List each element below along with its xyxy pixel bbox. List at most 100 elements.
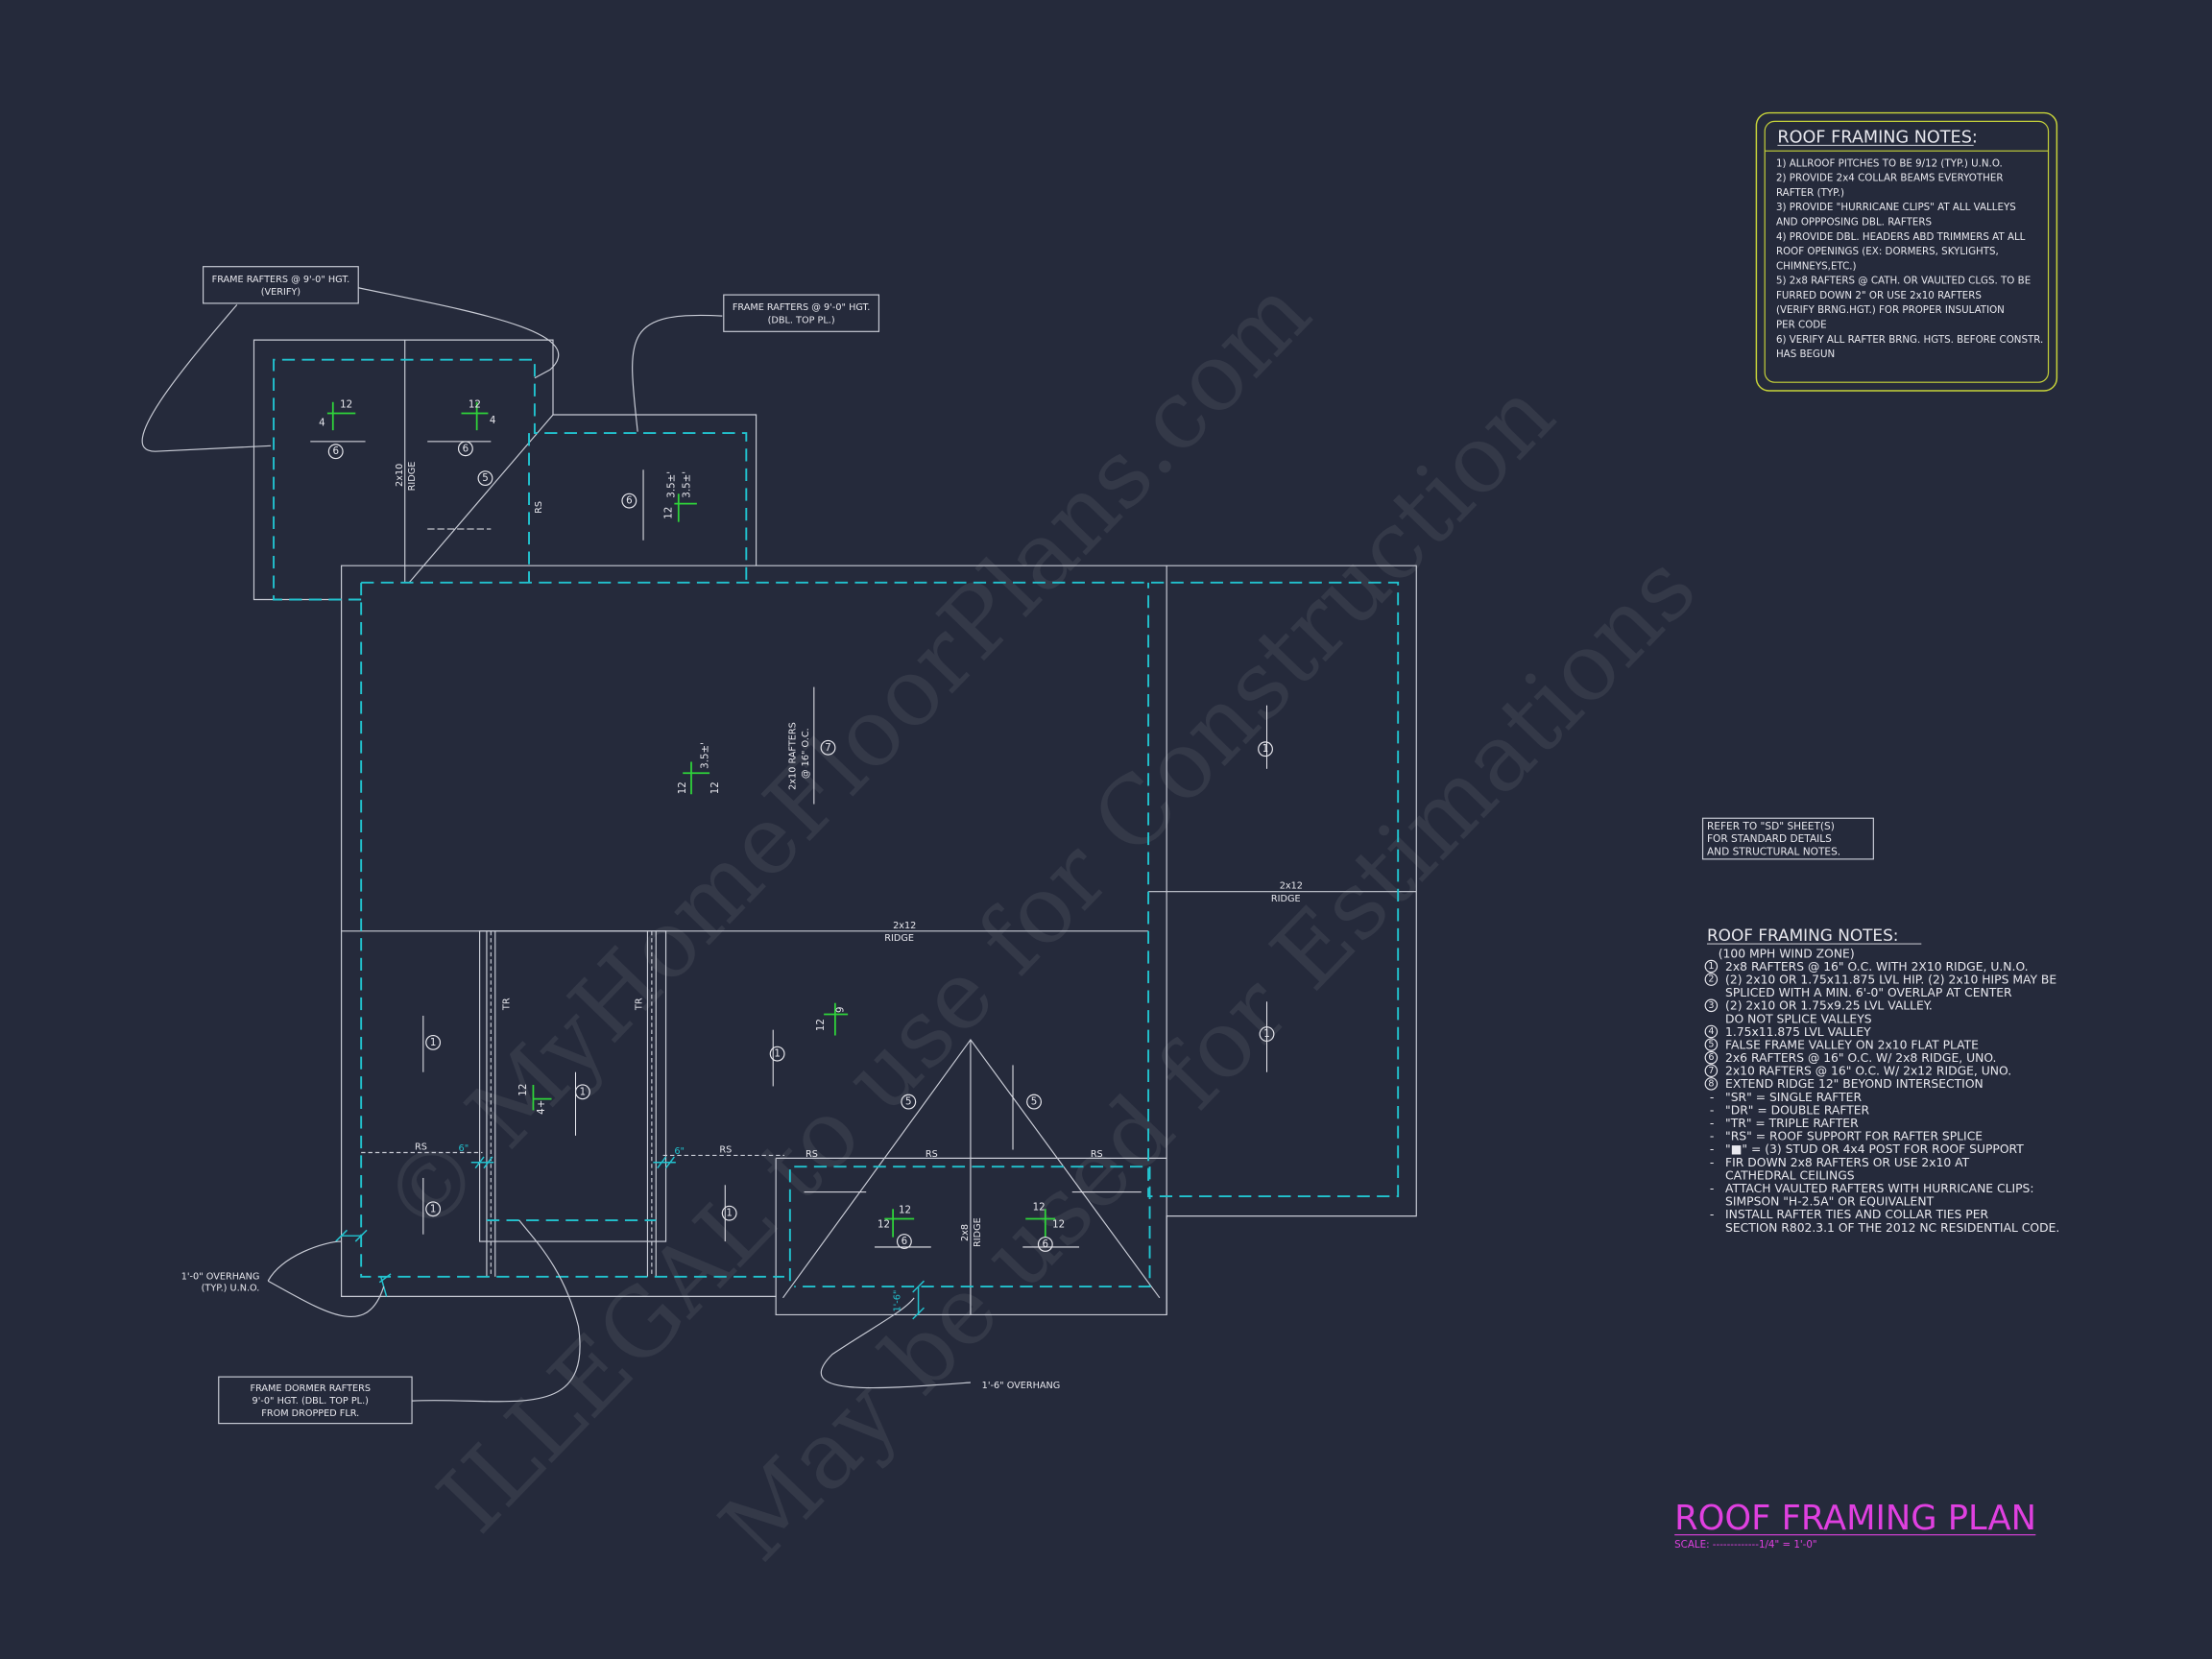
svg-text:1: 1: [1262, 743, 1269, 755]
legend-item-text: EXTEND RIDGE 12" BEYOND INTERSECTION: [1725, 1077, 1984, 1091]
legend-number-8: 8: [1704, 1077, 1719, 1091]
rs-label: RS: [415, 1142, 427, 1153]
svg-text:7: 7: [825, 742, 831, 754]
pitch-rise: 3.5±': [682, 471, 693, 498]
legend-bullet: -: [1710, 1103, 1714, 1117]
callout-overhang-2: 1'-6" OVERHANG: [982, 1381, 1061, 1391]
legend-bullet: -: [1710, 1091, 1714, 1104]
notes-box-line: AND OPPPOSING DBL. RAFTERS: [1776, 217, 1932, 228]
pitch-marker: 12 9: [815, 1002, 849, 1036]
notes-box-line: 5) 2x8 RAFTERS @ CATH. OR VAULTED CLGS. …: [1776, 276, 2031, 287]
tag-5: 5: [477, 470, 493, 487]
legend-bullet-text: SECTION R802.3.1 OF THE 2012 NC RESIDENT…: [1725, 1221, 2059, 1235]
tr-label: TR: [501, 998, 512, 1011]
pitch-run: 12: [469, 399, 481, 411]
callout-line: 1'-0" OVERHANG: [181, 1272, 260, 1283]
pitch-markers: 412 124 12 3.5±' 3.5±' 12 3.5±' 12 12 9 …: [319, 399, 1065, 1238]
legend-number-2: 2: [1704, 973, 1719, 986]
upper-dormer-wall-dashed: [273, 358, 748, 601]
triple-rafter-right: [646, 930, 657, 1277]
callout-frame-rafters-verify: FRAME RAFTERS @ 9'-0" HGT. (VERIFY): [203, 266, 359, 304]
notes-box-line: 1) ALLROOF PITCHES TO BE 9/12 (TYP.) U.N…: [1776, 157, 2003, 169]
tag-1: 1: [721, 1205, 737, 1221]
callout-line: 9'-0" HGT. (DBL. TOP PL.): [252, 1396, 369, 1407]
notes-box-title: ROOF FRAMING NOTES:: [1777, 128, 1977, 147]
legend-bullet: -: [1710, 1117, 1714, 1130]
svg-text:1: 1: [580, 1086, 587, 1097]
dormer-gable-triangle: [782, 1038, 1161, 1299]
rs-label: RS: [805, 1149, 818, 1160]
tr-label: TR: [635, 998, 645, 1011]
legend-item-text: DO NOT SPLICE VALLEYS: [1725, 1012, 1872, 1025]
roof-framing-notes-box: ROOF FRAMING NOTES: 1) ALLROOF PITCHES T…: [1755, 111, 2058, 392]
six-inch-dim: 6": [459, 1143, 469, 1154]
legend-bullet: -: [1710, 1130, 1714, 1143]
legend-bullet-text: "TR" = TRIPLE RAFTER: [1725, 1117, 1859, 1130]
pitch-marker: 12 4: [461, 399, 495, 431]
triple-rafter-left: [486, 930, 496, 1277]
pitch-run: 12: [878, 1218, 890, 1230]
callout-frame-dormer: FRAME DORMER RAFTERS 9'-0" HGT. (DBL. TO…: [218, 1376, 413, 1425]
callout-frame-rafters-dbl: FRAME RAFTERS @ 9'-0" HGT. (DBL. TOP PL.…: [723, 294, 880, 332]
legend-bullet-text: "RS" = ROOF SUPPORT FOR RAFTER SPLICE: [1725, 1130, 1983, 1143]
svg-text:1: 1: [774, 1048, 781, 1060]
svg-text:1: 1: [430, 1037, 437, 1048]
svg-text:7: 7: [1708, 1066, 1714, 1076]
notes-box-line: FURRED DOWN 2" OR USE 2x10 RAFTERS: [1776, 290, 1982, 301]
legend-bullet-text: "DR" = DOUBLE RAFTER: [1725, 1103, 1870, 1117]
wing-ridge-label: RIDGE: [1271, 894, 1301, 904]
svg-text:6: 6: [626, 495, 633, 507]
svg-text:6: 6: [332, 445, 339, 457]
pitch-rise: 4+: [536, 1100, 547, 1115]
title-block: ROOF FRAMING PLAN SCALE: -------------1/…: [1674, 1499, 2036, 1551]
legend-number-6: 6: [1704, 1050, 1719, 1065]
notes-box-line: 6) VERIFY ALL RAFTER BRNG. HGTS. BEFORE …: [1776, 334, 2043, 346]
pitch-marker: 12 3.5±' 3.5±': [662, 471, 697, 522]
main-ridge-size: 2x12: [893, 921, 916, 931]
roof-plan: 412 124 12 3.5±' 3.5±' 12 3.5±' 12 12 9 …: [141, 287, 1417, 1403]
callout-line: (DBL. TOP PL.): [768, 315, 835, 325]
pitch-marker: 412: [319, 399, 356, 431]
svg-text:5: 5: [905, 1096, 912, 1108]
notes-box-line: 4) PROVIDE DBL. HEADERS ABD TRIMMERS AT …: [1776, 231, 2026, 243]
legend-bullet: -: [1710, 1208, 1714, 1221]
legend-item-text: SPLICED WITH A MIN. 6'-0" OVERLAP AT CEN…: [1725, 986, 2012, 999]
svg-text:3: 3: [1708, 1000, 1714, 1011]
main-rafters-label: 2x10 RAFTERS: [788, 722, 799, 790]
legend-number-4: 4: [1704, 1024, 1719, 1039]
svg-text:1: 1: [1263, 1028, 1270, 1040]
drawing-title: ROOF FRAMING PLAN: [1674, 1499, 2036, 1538]
tag-6: 6: [457, 441, 473, 457]
svg-text:6: 6: [1708, 1052, 1714, 1063]
svg-text:6: 6: [902, 1236, 908, 1247]
pitch-marker: 12 3.5±' 12: [677, 742, 721, 794]
overhang-dim: 1'-6": [892, 1290, 902, 1312]
rs-label: RS: [534, 501, 544, 514]
svg-text:4: 4: [1708, 1026, 1714, 1037]
framing-tags: 6 6 5 6 7 1 1 1 1 1 1 1 5 5 6 6: [327, 441, 1275, 1252]
notes-box-line: HAS BEGUN: [1776, 349, 1835, 360]
notes-box-line: ROOF OPENINGS (EX: DORMERS, SKYLIGHTS,: [1776, 246, 1999, 257]
drawing-scale: SCALE: -------------1/4" = 1'-0": [1674, 1539, 1816, 1551]
callout-line: FRAME DORMER RAFTERS: [251, 1383, 372, 1394]
legend-notes: ROOF FRAMING NOTES: (100 MPH WIND ZONE) …: [1704, 926, 2059, 1235]
plan-labels: 2x10 RIDGE RS 2x10 RAFTERS @ 16" O.C. 2x…: [395, 462, 1303, 1312]
pitch-run: 12: [1033, 1202, 1046, 1214]
refer-sd-note: REFER TO "SD" SHEET(S) FOR STANDARD DETA…: [1701, 817, 1874, 860]
six-inch-dim: 6": [674, 1146, 685, 1157]
refer-line: REFER TO "SD" SHEET(S): [1707, 821, 1835, 832]
legend-bullet-text: "SR" = SINGLE RAFTER: [1725, 1091, 1862, 1104]
legend-bullet-text: CATHEDRAL CEILINGS: [1725, 1168, 1855, 1182]
legend-bullet-text: ATTACH VAULTED RAFTERS WITH HURRICANE CL…: [1725, 1182, 2033, 1195]
legend-number-7: 7: [1704, 1064, 1719, 1078]
svg-text:2: 2: [1708, 974, 1714, 985]
legend-title: ROOF FRAMING NOTES:: [1707, 926, 1899, 945]
pitch-run: 12: [677, 781, 688, 794]
pitch-rise: 4: [490, 415, 496, 426]
legend-item-text: 2x8 RAFTERS @ 16" O.C. WITH 2X10 RIDGE, …: [1725, 960, 2029, 974]
legend-number-1: 1: [1704, 959, 1719, 974]
dormer-well: [479, 930, 667, 1242]
dormer-wall-dashed: [788, 1166, 1151, 1288]
